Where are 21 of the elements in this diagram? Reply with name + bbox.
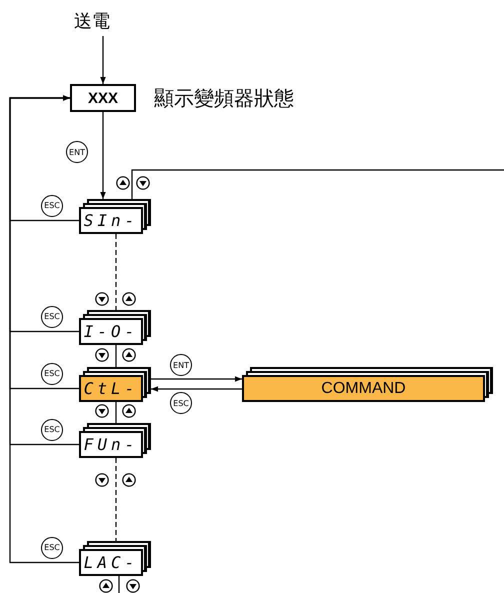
edge-label: ESC [170,392,192,414]
arrow [9,95,79,564]
start-label: 送電 [70,8,114,34]
connector-line [115,458,117,541]
connector-line [115,345,117,367]
edge-label: ESC [41,362,63,384]
edge-label: ESC [41,194,63,216]
edge-label: ENT [66,141,88,163]
node-caption: 顯示變頻器狀態 [154,85,294,112]
arrow [100,36,106,84]
edge-label: ESC [41,418,63,440]
connector-line [118,576,120,593]
edge-label: ENT [170,354,192,376]
edge-label: ESC [41,536,63,558]
status-display: XXX [70,84,136,112]
edge-label: ESC [41,306,63,328]
connector-line [131,169,504,199]
connector-line [115,402,117,423]
arrow [151,376,242,382]
arrow [100,112,106,199]
arrow [151,386,242,392]
